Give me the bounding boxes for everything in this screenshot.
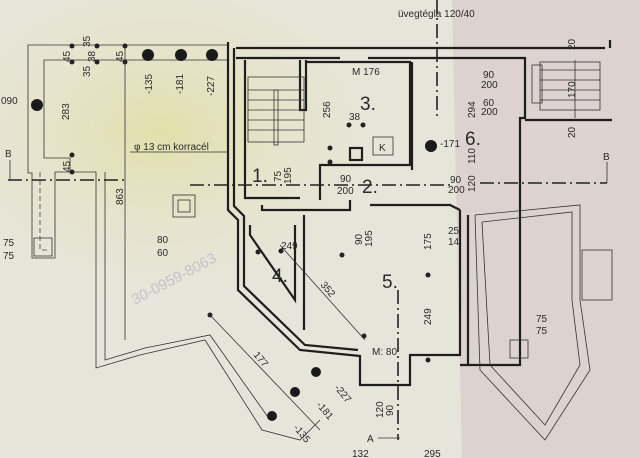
- dimension-label: 38: [349, 112, 361, 123]
- dimension-label: 200: [337, 186, 354, 197]
- dimension-label: 25: [448, 226, 460, 237]
- dimension-label: 90: [340, 174, 352, 185]
- dimension-label: 35: [82, 35, 93, 47]
- dimension-label: 90: [354, 233, 365, 245]
- dimension-label: 20: [567, 126, 578, 138]
- glass-block-label: üvegtégla 120/40: [398, 9, 475, 20]
- dimension-label: 200: [448, 185, 465, 196]
- section-a: A: [367, 434, 374, 445]
- walls: [226, 40, 612, 387]
- dimension-label: 863: [115, 188, 126, 205]
- dimension-label: 75: [3, 238, 15, 249]
- dimension-label: 90: [450, 175, 462, 186]
- section-b-left: B: [5, 149, 12, 160]
- dimension-label: 80: [157, 235, 169, 246]
- chimney-box: [372, 136, 394, 156]
- dimension-label: 200: [481, 107, 498, 118]
- level-marker-icons: [31, 49, 437, 421]
- dimension-label: 170: [567, 81, 578, 98]
- terrace-right: [474, 204, 613, 441]
- section-b-right: B: [603, 152, 610, 163]
- dimension-label: 295: [424, 449, 441, 458]
- dimension-label: 75: [536, 314, 548, 325]
- staircase: [247, 60, 601, 146]
- room-number-5: 5.: [382, 272, 398, 293]
- dimension-label: 195: [283, 167, 294, 184]
- dimension-label: -171: [440, 139, 460, 150]
- dimension-label: -227: [206, 76, 217, 96]
- dimension-label: 38: [87, 50, 98, 62]
- m80-label: M: 80: [372, 347, 397, 358]
- terrace-left: [27, 44, 321, 441]
- dimension-label: 249: [281, 241, 298, 252]
- dimension-label: 60: [483, 98, 495, 109]
- room-number-4: 4.: [272, 266, 288, 287]
- dimension-label: -181: [175, 74, 186, 94]
- dimension-label: 90: [385, 404, 396, 416]
- dimension-label: 20: [567, 38, 578, 50]
- dimension-label: 120: [375, 401, 386, 418]
- dimension-label: 75: [3, 251, 15, 262]
- room-number-2: 2.: [362, 177, 378, 198]
- dimension-label: 132: [352, 449, 369, 458]
- dimension-label: -135: [144, 74, 155, 94]
- paper-right-sheet: [452, 0, 640, 458]
- dimension-label: 195: [364, 230, 375, 247]
- rebar-label: φ 13 cm korracél: [134, 142, 209, 153]
- dimension-label: 200: [481, 80, 498, 91]
- dimension-label: 256: [322, 101, 333, 118]
- dimension-label: 45: [62, 160, 73, 172]
- m176-label: M 176: [352, 67, 380, 78]
- dimension-label: 60: [157, 248, 169, 259]
- dimension-label: 90: [483, 70, 495, 81]
- dimension-label: 120: [467, 175, 478, 192]
- dimension-label: 35: [82, 65, 93, 77]
- chimney-label: K: [379, 143, 386, 154]
- room-number-1: 1.: [252, 166, 268, 187]
- dimension-label: 294: [467, 101, 478, 118]
- dimension-label: 110: [467, 148, 478, 164]
- room-number-3: 3.: [360, 94, 376, 115]
- dimension-label: 45: [115, 50, 126, 62]
- dimension-label: 249: [423, 308, 434, 325]
- dimension-label: 75: [273, 170, 284, 182]
- dimension-label: 14: [448, 237, 460, 248]
- dimension-label: 75: [536, 326, 548, 337]
- room-number-6: 6.: [465, 129, 481, 150]
- dimension-label: 283: [61, 103, 72, 120]
- dimension-label: 175: [423, 233, 434, 250]
- dimension-label: 45: [62, 50, 73, 62]
- level-090: 090: [1, 96, 18, 107]
- dimension-dots: [69, 43, 431, 363]
